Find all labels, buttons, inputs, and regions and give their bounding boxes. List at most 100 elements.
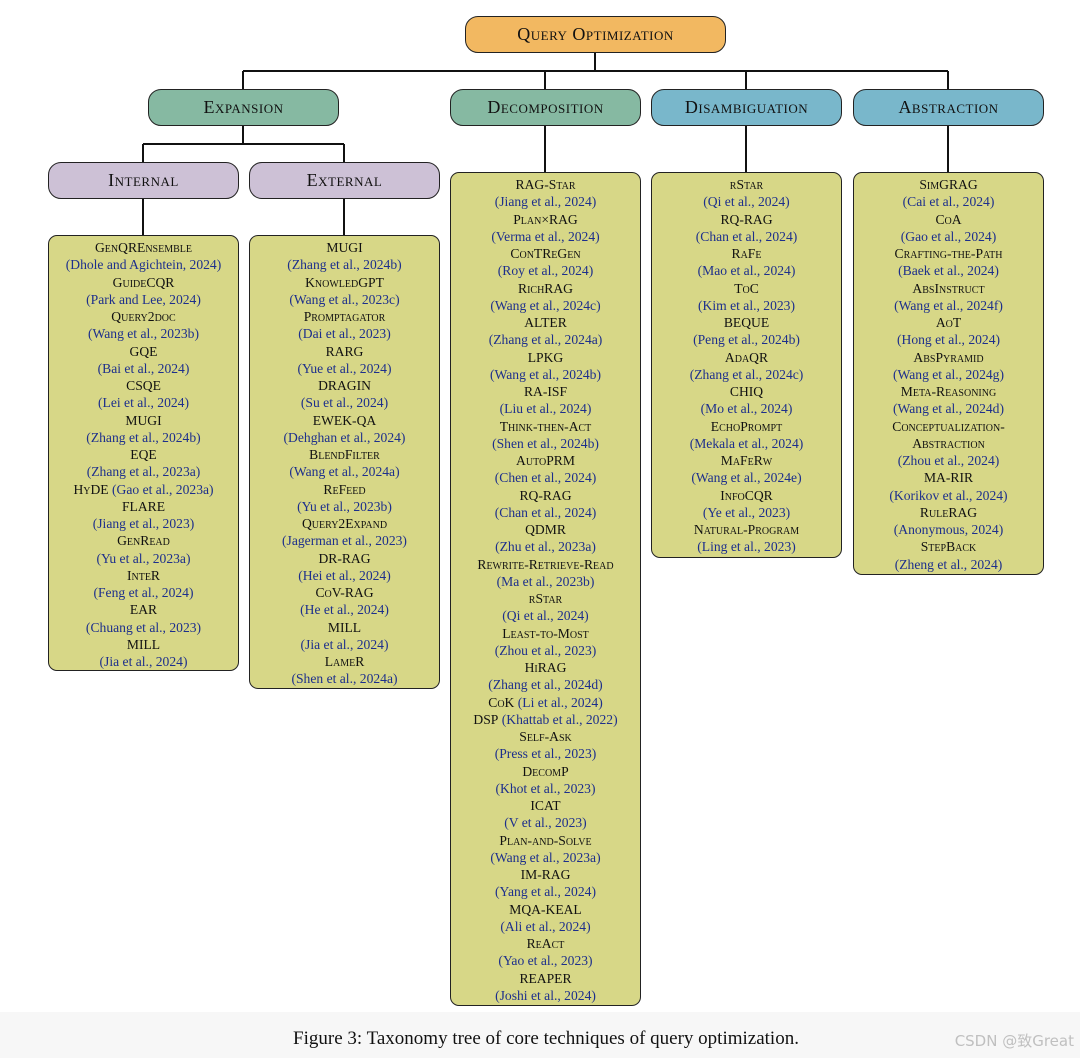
method-name: Plan-and-Solve	[499, 832, 592, 848]
leaf-entry: AdaQR	[652, 349, 841, 366]
citation: (Wang et al., 2024g)	[892, 366, 1005, 382]
method-name: EAR	[129, 602, 158, 618]
leaf-entry-citation: (Wang et al., 2024c)	[451, 297, 640, 314]
citation: (Ling et al., 2023)	[697, 539, 796, 555]
method-name: CHIQ	[729, 384, 764, 399]
method-name: MILL	[327, 619, 362, 635]
citation: (Baek et al., 2024)	[898, 263, 999, 279]
method-name: Plan×RAG	[513, 211, 578, 227]
leaf-entry-citation: (Dehghan et al., 2024)	[250, 429, 439, 446]
citation: (Peng et al., 2024b)	[693, 332, 800, 348]
citation: (Zhang et al., 2024a)	[488, 332, 603, 348]
method-name: MUGI	[326, 240, 363, 255]
leaf-entry-citation: (Zhou et al., 2024)	[854, 452, 1043, 469]
leaf-box-disambiguation: rStar(Qi et al., 2024)RQ-RAG(Chan et al.…	[651, 172, 842, 558]
leaf-entry-citation: (Gao et al., 2024)	[854, 228, 1043, 245]
method-name: ToC	[734, 280, 759, 296]
citation: (Chan et al., 2024)	[494, 504, 597, 520]
leaf-entry: RARG	[250, 343, 439, 360]
citation: (Yang et al., 2024)	[495, 884, 596, 900]
leaf-box-internal: GenQREnsemble(Dhole and Agichtein, 2024)…	[48, 235, 239, 671]
leaf-entry: RuleRAG	[854, 504, 1043, 521]
leaf-entry-citation: (Lei et al., 2024)	[49, 394, 238, 411]
citation: (V et al., 2023)	[504, 815, 587, 831]
method-name: rStar	[528, 591, 563, 606]
leaf-entry: CoK (Li et al., 2024)	[451, 694, 640, 711]
leaf-entry-citation: (Ma et al., 2023b)	[451, 573, 640, 590]
citation: (Jiang et al., 2023)	[92, 516, 195, 531]
citation: (Anonymous, 2024)	[893, 522, 1004, 537]
leaf-entry-citation: (V et al., 2023)	[451, 814, 640, 831]
leaf-entry: RQ-RAG	[652, 211, 841, 228]
subcategory-external: External	[249, 162, 440, 199]
citation: (Zhu et al., 2023a)	[495, 539, 596, 555]
citation: (Wang et al., 2023b)	[87, 326, 200, 342]
leaf-entry: SimGRAG	[854, 176, 1043, 193]
citation: (Yao et al., 2023)	[498, 953, 593, 969]
citation: (Joshi et al., 2024)	[495, 987, 596, 1003]
leaf-entry: CoV-RAG	[250, 584, 439, 601]
method-name: GQE	[129, 343, 158, 359]
root-node: Query Optimization	[465, 16, 726, 53]
citation: (Zhang et al., 2024d)	[488, 677, 603, 693]
leaf-entry-citation: (Chan et al., 2024)	[652, 228, 841, 245]
leaf-entry: Promptagator	[250, 308, 439, 325]
leaf-entry-citation: (Khot et al., 2023)	[451, 780, 640, 797]
citation: (Korikov et al., 2024)	[889, 487, 1008, 503]
method-name: AutoPRM	[516, 453, 575, 468]
method-name: Think-then-Act	[499, 418, 592, 434]
citation: (Zhou et al., 2024)	[897, 453, 1000, 468]
citation: (Press et al., 2023)	[494, 746, 597, 762]
leaf-entry: LPKG	[451, 349, 640, 366]
leaf-entry: EQE	[49, 446, 238, 463]
method-name: REAPER	[519, 970, 572, 986]
leaf-entry: ConTReGen	[451, 245, 640, 262]
citation: (Shen et al., 2024a)	[291, 671, 398, 687]
leaf-entry-citation: (Baek et al., 2024)	[854, 262, 1043, 279]
method-name: RichRAG	[518, 280, 573, 296]
citation: (Zhang et al., 2023a)	[86, 464, 201, 480]
method-name: MaFeRw	[720, 453, 773, 468]
method-name: KnowledGPT	[305, 274, 384, 290]
leaf-entry-citation: (Park and Lee, 2024)	[49, 291, 238, 308]
method-name: RaFe	[731, 246, 762, 261]
figure-caption: Figure 3: Taxonomy tree of core techniqu…	[293, 1028, 799, 1049]
subcategory-internal: Internal	[48, 162, 239, 199]
category-disambiguation: Disambiguation	[651, 89, 842, 126]
citation: (Wang et al., 2024d)	[892, 401, 1005, 417]
leaf-entry-citation: (Jiang et al., 2024)	[451, 193, 640, 210]
citation: (Ma et al., 2023b)	[496, 573, 595, 589]
leaf-entry-citation: (Mao et al., 2024)	[652, 262, 841, 279]
leaf-entry-citation: (Hong et al., 2024)	[854, 331, 1043, 348]
leaf-entry: LameR	[250, 653, 439, 670]
citation: (Jagerman et al., 2023)	[282, 533, 407, 549]
leaf-entry-citation: (Peng et al., 2024b)	[652, 331, 841, 348]
method-name: StepBack	[920, 539, 977, 555]
citation: (Zhang et al., 2024b)	[86, 429, 201, 445]
leaf-entry-citation: (Joshi et al., 2024)	[451, 987, 640, 1004]
leaf-entry-citation: (Wang et al., 2024g)	[854, 366, 1043, 383]
citation: (Chuang et al., 2023)	[85, 619, 202, 635]
leaf-entry: MaFeRw	[652, 452, 841, 469]
leaf-entry: EWEK-QA	[250, 412, 439, 429]
leaf-entry: Conceptualization-	[854, 418, 1043, 435]
method-name: MQA-KEAL	[509, 901, 582, 917]
method-name: SimGRAG	[919, 177, 978, 192]
leaf-entry-citation: (Kim et al., 2023)	[652, 297, 841, 314]
leaf-entry: CSQE	[49, 377, 238, 394]
method-name: MUGI	[125, 412, 162, 428]
method-name: Meta-Reasoning	[900, 384, 997, 399]
citation: (Verma et al., 2024)	[491, 228, 600, 244]
leaf-entry: Plan×RAG	[451, 211, 640, 228]
leaf-entry: ReFeed	[250, 481, 439, 498]
leaf-entry: MILL	[49, 636, 238, 653]
citation: (Wang et al., 2023c)	[289, 291, 400, 307]
citation: (Qi et al., 2024)	[502, 608, 589, 624]
leaf-entry: ReAct	[451, 935, 640, 952]
method-name: LameR	[324, 654, 365, 669]
leaf-entry: Self-Ask	[451, 728, 640, 745]
method-name: RAG-Star	[515, 177, 576, 192]
leaf-entry: HiRAG	[451, 659, 640, 676]
leaf-entry-citation: (Wang et al., 2024f)	[854, 297, 1043, 314]
leaf-entry-citation: (Mo et al., 2024)	[652, 400, 841, 417]
